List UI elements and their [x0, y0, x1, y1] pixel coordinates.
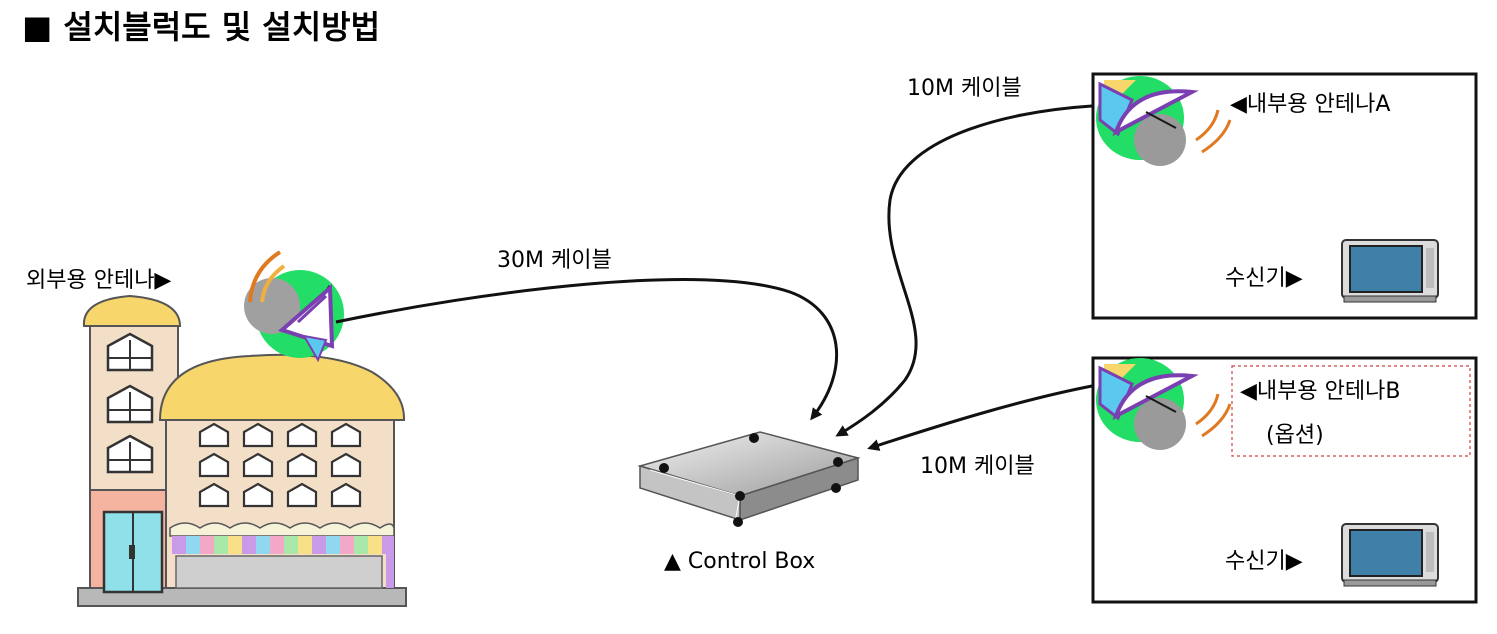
page-title: ■ 설치블럭도 및 설치방법	[22, 8, 380, 46]
control-box-label: ▲ Control Box	[664, 549, 815, 574]
cable-30m-label: 30M 케이블	[497, 248, 612, 273]
indoor-antenna-a-icon	[1096, 76, 1232, 166]
receiver-b-label: 수신기▶	[1225, 549, 1303, 574]
indoor-antenna-b-label: ◀내부용 안테나B	[1240, 379, 1400, 404]
receiver-a-label: 수신기▶	[1225, 266, 1303, 291]
cable-10m-a-line	[835, 104, 1093, 437]
cable-30m-line	[335, 278, 839, 421]
indoor-antenna-b-icon	[1096, 358, 1232, 450]
outdoor-antenna-icon	[244, 250, 344, 363]
cable-10m-b-label: 10M 케이블	[920, 454, 1035, 479]
control-box-icon	[637, 431, 861, 527]
dish-icon	[1112, 89, 1199, 137]
option-label: (옵션)	[1266, 423, 1324, 448]
indoor-antenna-a-label: ◀내부용 안테나A	[1230, 92, 1390, 117]
tv-icon	[1341, 523, 1439, 587]
building-illustration	[77, 294, 407, 607]
cable-10m-b-line	[867, 384, 1093, 451]
option-dashed-box	[1231, 365, 1471, 457]
cable-10m-a-label: 10M 케이블	[907, 76, 1022, 101]
outdoor-antenna-label: 외부용 안테나▶	[26, 268, 171, 293]
dish-icon	[1112, 373, 1199, 421]
main-roof	[158, 353, 406, 421]
tower-roof	[82, 294, 182, 327]
tv-icon	[1341, 239, 1439, 303]
